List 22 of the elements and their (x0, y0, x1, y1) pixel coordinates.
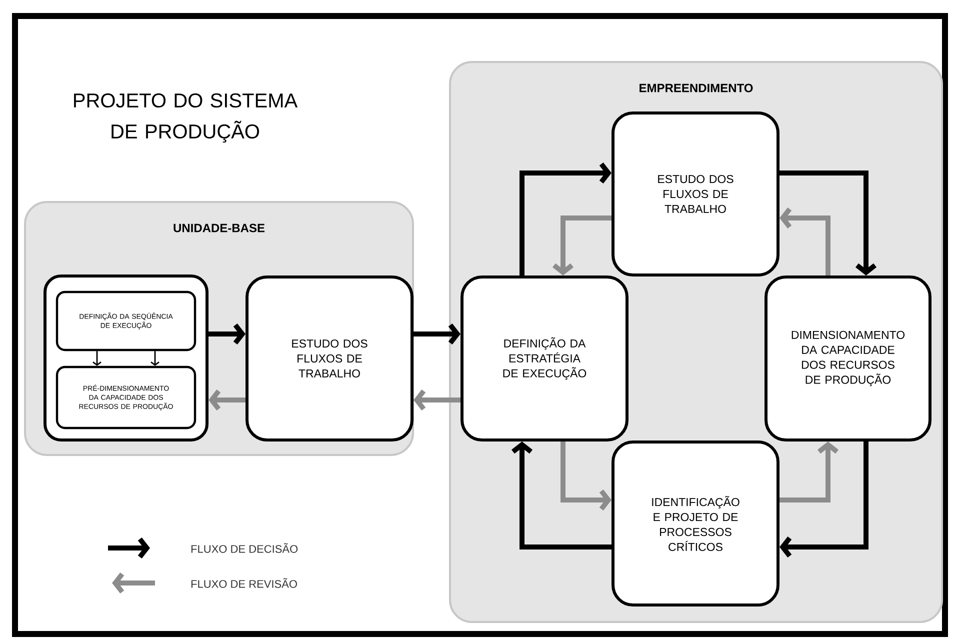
arrow (208, 323, 246, 345)
arrow (780, 170, 877, 276)
arrow (414, 323, 460, 345)
arrow (92, 351, 102, 366)
arrow (552, 216, 612, 276)
arrow (780, 207, 830, 276)
process-box: ESTUDO DOS FLUXOS DE TRABALHO (246, 276, 414, 442)
process-box: DIMENSIONAMENTO DA CAPACIDADE DOS RECURSOS DE PRODUÇÃO (764, 276, 932, 442)
process-box: ESTUDO DOS FLUXOS DE TRABALHO (612, 112, 780, 276)
arrow (208, 389, 246, 411)
arrow (414, 389, 460, 411)
arrow (511, 442, 612, 550)
legend-label: FLUXO DE DECISÃO (191, 543, 298, 553)
diagram-title: PROJETO DO SISTEMA DE PRODUÇÃO (74, 93, 298, 143)
arrow (560, 442, 612, 511)
legend-label: FLUXO DE REVISÃO (191, 578, 297, 588)
arrow (150, 351, 160, 366)
process-box: IDENTIFICAÇÃO E PROJETO DE PROCESSOS CRÍTICOS (612, 440, 780, 606)
arrow (780, 442, 868, 558)
arrow (520, 162, 612, 276)
process-box: DEFINIÇÃO DA ESTRATÉGIA DE EXECUÇÃO (460, 276, 628, 442)
arrow (780, 442, 839, 502)
